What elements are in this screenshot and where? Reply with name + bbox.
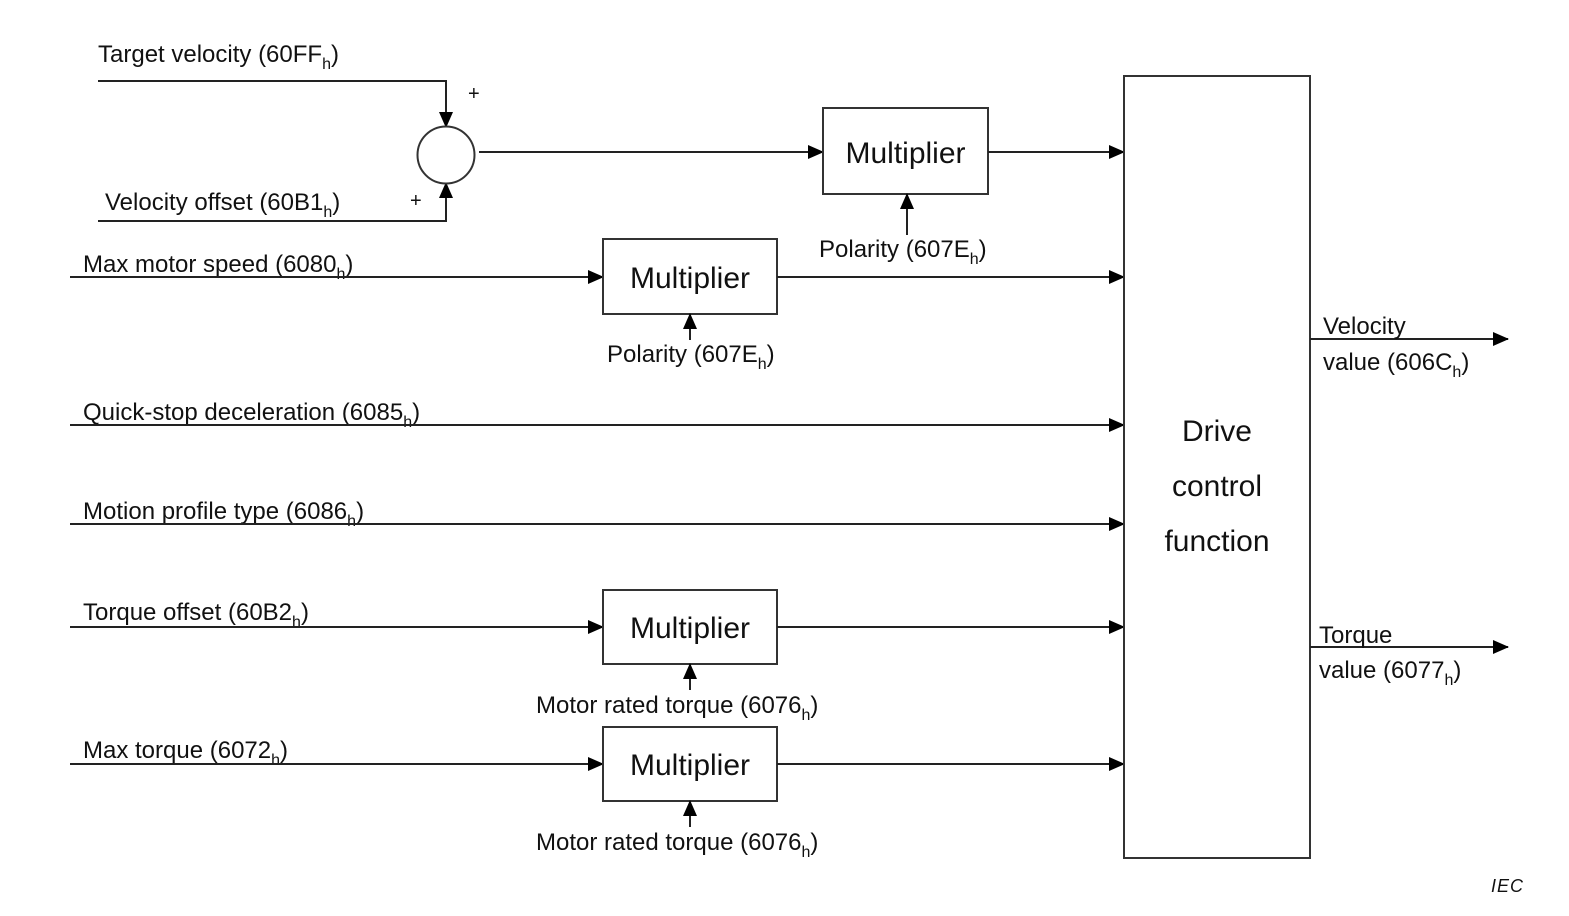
input-max-motor-speed: Max motor speed (6080h)	[70, 251, 604, 284]
multiplier-box	[822, 107, 989, 195]
quick-stop-deceleration-label: Quick-stop deceleration (6085h)	[83, 399, 420, 431]
max-torque-label: Max torque (6072h)	[83, 737, 288, 769]
input-quick-stop-deceleration: Quick-stop deceleration (6085h)	[70, 399, 1125, 432]
velocity-output-label-line-2: value (606Ch)	[1323, 349, 1469, 381]
drive-block-line-3: function	[1164, 525, 1269, 558]
velocity-output-label-line-1: Velocity	[1323, 313, 1406, 340]
motion-profile-type-label: Motion profile type (6086h)	[83, 498, 364, 530]
input-motion-profile-type: Motion profile type (6086h)	[70, 498, 1125, 531]
torque-offset-label: Torque offset (60B2h)	[83, 599, 309, 631]
drive-control-box	[1123, 75, 1311, 859]
motor-rated-torque-factor-label: Motor rated torque (6076h)	[536, 692, 818, 724]
multiplier-block-4: Multiplier Motor rated torque (6076h)	[536, 726, 1125, 861]
multiplier-block-3: Multiplier Motor rated torque (6076h)	[536, 589, 1125, 724]
velocity-offset-label: Velocity offset (60B1h)	[105, 189, 340, 221]
target-velocity-label: Target velocity (60FFh)	[98, 41, 339, 73]
polarity-factor-label: Polarity (607Eh)	[819, 236, 987, 268]
plus-sign-bottom: +	[410, 190, 422, 212]
multiplier-block-1: Multiplier Polarity (607Eh)	[819, 107, 1125, 268]
summing-junction	[416, 125, 476, 185]
torque-output-label-line-1: Torque	[1319, 622, 1392, 649]
multiplier-label: Multiplier	[630, 262, 750, 295]
multiplier-block-2: Multiplier Polarity (607Eh)	[602, 238, 1125, 373]
max-motor-speed-label: Max motor speed (6080h)	[83, 251, 353, 283]
polarity-factor-label: Polarity (607Eh)	[607, 341, 775, 373]
output-torque-value: Torque value (6077h)	[1310, 622, 1509, 689]
multiplier-label: Multiplier	[630, 612, 750, 645]
motor-rated-torque-factor-label: Motor rated torque (6076h)	[536, 829, 818, 861]
velocity-offset-signal-arrow	[98, 182, 453, 222]
drive-block-line-1: Drive	[1182, 415, 1252, 448]
multiplier-label: Multiplier	[845, 137, 965, 170]
output-velocity-value: Velocity value (606Ch)	[1310, 313, 1509, 381]
target-velocity-signal-arrow	[98, 80, 453, 128]
plus-sign-top: +	[468, 83, 480, 105]
multiplier-label: Multiplier	[630, 749, 750, 782]
input-target-velocity: Target velocity (60FFh) +	[98, 41, 480, 128]
torque-output-label-line-2: value (6077h)	[1319, 657, 1461, 689]
input-torque-offset: Torque offset (60B2h)	[70, 599, 604, 634]
drive-block-line-2: control	[1172, 470, 1262, 503]
drive-control-function-block: Drive control function	[1123, 75, 1311, 859]
input-max-torque: Max torque (6072h)	[70, 737, 604, 771]
multiplier-box	[602, 726, 778, 802]
input-velocity-offset: Velocity offset (60B1h) +	[98, 182, 453, 222]
iec-source-mark: IEC	[1491, 876, 1524, 896]
